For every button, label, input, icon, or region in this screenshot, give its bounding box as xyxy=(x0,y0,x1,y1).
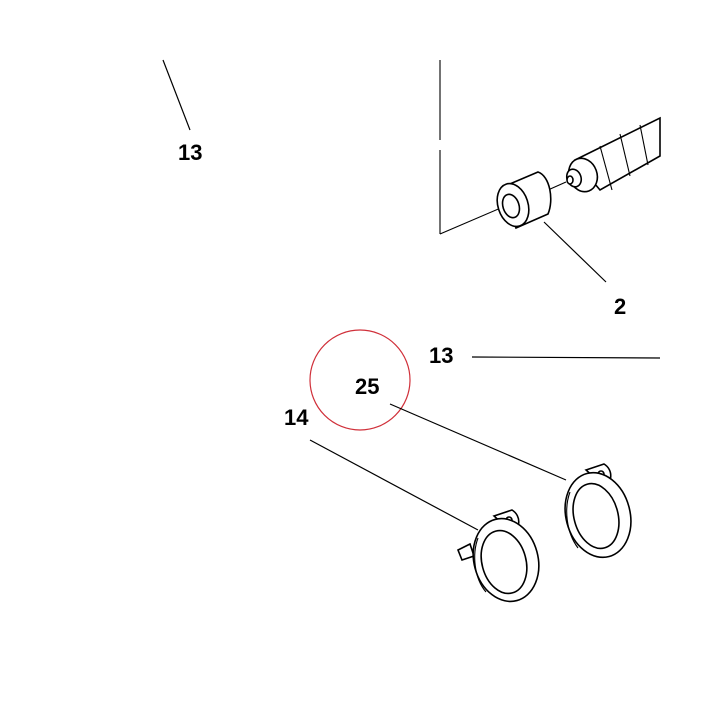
clamp-right-part xyxy=(564,463,632,559)
clamp-left-part xyxy=(456,509,540,603)
callout-13-mid: 13 xyxy=(429,343,453,368)
leader-line-14 xyxy=(309,439,479,531)
callout-14: 14 xyxy=(284,405,309,430)
callout-25: 25 xyxy=(355,374,379,399)
bushing-part xyxy=(496,171,552,230)
leader-line-13-mid xyxy=(471,356,661,359)
callout-2: 2 xyxy=(614,294,626,319)
shaft-part xyxy=(547,116,661,193)
leader-line-25 xyxy=(389,403,567,481)
leader-line-2 xyxy=(543,221,607,283)
leader-line-13-top xyxy=(162,59,191,131)
callout-13-top: 13 xyxy=(178,140,202,165)
highlight-circle xyxy=(309,329,411,431)
